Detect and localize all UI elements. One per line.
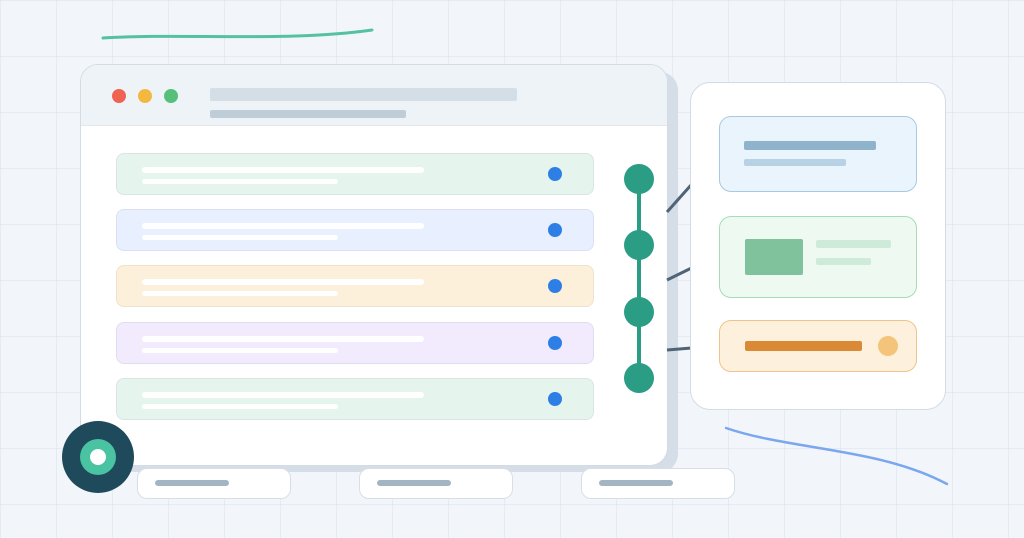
- blue-squiggle-line: [724, 426, 949, 486]
- ring-badge-icon[interactable]: [62, 421, 134, 493]
- maximize-dot-icon[interactable]: [164, 89, 178, 103]
- list-row-2[interactable]: [116, 209, 594, 251]
- status-dot-icon: [548, 336, 562, 350]
- bottom-pill-3[interactable]: [581, 468, 735, 499]
- pill-label-placeholder: [377, 480, 451, 486]
- bottom-pill-1[interactable]: [137, 468, 291, 499]
- row-subtitle-placeholder: [142, 235, 338, 240]
- pill-label-placeholder: [155, 480, 229, 486]
- row-title-placeholder: [142, 336, 424, 342]
- badge-core: [90, 449, 106, 465]
- main-window: [80, 64, 668, 466]
- minimize-dot-icon[interactable]: [138, 89, 152, 103]
- list-row-4[interactable]: [116, 322, 594, 364]
- status-dot-icon: [548, 223, 562, 237]
- detail-panel: [690, 82, 946, 410]
- status-dot-icon: [548, 167, 562, 181]
- card-title-placeholder: [745, 341, 862, 351]
- row-subtitle-placeholder: [142, 348, 338, 353]
- row-title-placeholder: [142, 167, 424, 173]
- row-title-placeholder: [142, 223, 424, 229]
- row-subtitle-placeholder: [142, 179, 338, 184]
- green-squiggle-line: [101, 28, 374, 40]
- bottom-pill-2[interactable]: [359, 468, 513, 499]
- list-row-3[interactable]: [116, 265, 594, 307]
- panel-card-orange[interactable]: [719, 320, 917, 372]
- card-title-placeholder: [816, 240, 891, 248]
- title-placeholder-bar: [210, 88, 517, 101]
- window-titlebar: [81, 65, 667, 126]
- card-subtitle-placeholder: [744, 159, 846, 166]
- list-row-1[interactable]: [116, 153, 594, 195]
- row-subtitle-placeholder: [142, 291, 338, 296]
- panel-card-green[interactable]: [719, 216, 917, 298]
- row-title-placeholder: [142, 279, 424, 285]
- badge-ring: [80, 439, 116, 475]
- card-status-icon: [878, 336, 898, 356]
- row-subtitle-placeholder: [142, 404, 338, 409]
- panel-card-blue[interactable]: [719, 116, 917, 192]
- list-row-5[interactable]: [116, 378, 594, 420]
- status-dot-icon: [548, 392, 562, 406]
- card-image-placeholder: [745, 239, 803, 275]
- row-title-placeholder: [142, 392, 424, 398]
- subtitle-placeholder-bar: [210, 110, 406, 118]
- pill-label-placeholder: [599, 480, 673, 486]
- close-dot-icon[interactable]: [112, 89, 126, 103]
- card-subtitle-placeholder: [816, 258, 871, 265]
- status-dot-icon: [548, 279, 562, 293]
- card-title-placeholder: [744, 141, 876, 150]
